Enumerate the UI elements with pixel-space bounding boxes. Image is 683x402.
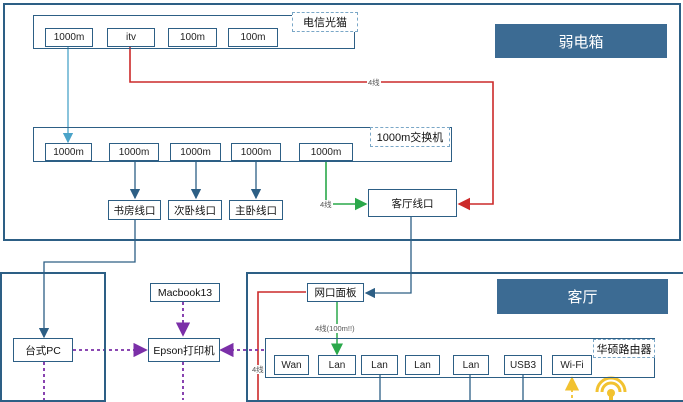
living-room-banner: 客厅 [497, 279, 668, 314]
epson-printer-device: Epson打印机 [148, 338, 220, 362]
router-port-usb3: USB3 [504, 355, 542, 375]
router-port-lan-1: Lan [318, 355, 356, 375]
switch-title: 1000m交换机 [370, 127, 450, 147]
study-outlet: 书房线口 [108, 200, 161, 220]
modem-port-1000m: 1000m [45, 28, 93, 47]
panel-line-label: 4线(100m!!) [314, 324, 356, 333]
line-itv-to-living-room [129, 47, 494, 211]
weak-box-frame [3, 3, 681, 241]
router-line-label: 4线 [251, 365, 265, 374]
wifi-antenna-icon [595, 376, 627, 400]
desktop-pc-device: 台式PC [13, 338, 73, 362]
modem-title: 电信光猫 [292, 12, 358, 32]
living-room-outlet: 客厅线口 [368, 189, 457, 217]
study-room-frame [0, 272, 106, 402]
router-title: 华硕路由器 [593, 339, 655, 358]
itv-line-label: 4线 [367, 78, 381, 87]
switch-port-4: 1000m [231, 143, 281, 161]
macbook-device: Macbook13 [150, 283, 220, 302]
line-living-room-to-panel [364, 216, 412, 299]
switch-port-3: 1000m [170, 143, 221, 161]
network-panel: 网口面板 [307, 283, 364, 302]
line-router-wan [257, 291, 306, 400]
weak-box-banner: 弱电箱 [495, 24, 667, 58]
switch-port-2: 1000m [109, 143, 159, 161]
second-bedroom-outlet: 次卧线口 [168, 200, 222, 220]
modem-group [33, 15, 355, 49]
modem-port-100m-b: 100m [228, 28, 278, 47]
switch-port-5: 1000m [299, 143, 353, 161]
line-study-to-desktop [38, 220, 136, 339]
router-port-lan-2: Lan [361, 355, 398, 375]
router-port-lan-3: Lan [405, 355, 440, 375]
switch-group [33, 127, 452, 162]
switch-port-1: 1000m [45, 143, 92, 161]
modem-port-100m-a: 100m [168, 28, 217, 47]
router-group [265, 338, 655, 378]
router-port-lan-4: Lan [453, 355, 489, 375]
modem-port-itv: itv [107, 28, 155, 47]
master-bedroom-outlet: 主卧线口 [229, 200, 283, 220]
router-port-wan: Wan [274, 355, 309, 375]
switch-line-label: 4线 [319, 200, 333, 209]
router-port-wifi: Wi-Fi [552, 355, 592, 375]
